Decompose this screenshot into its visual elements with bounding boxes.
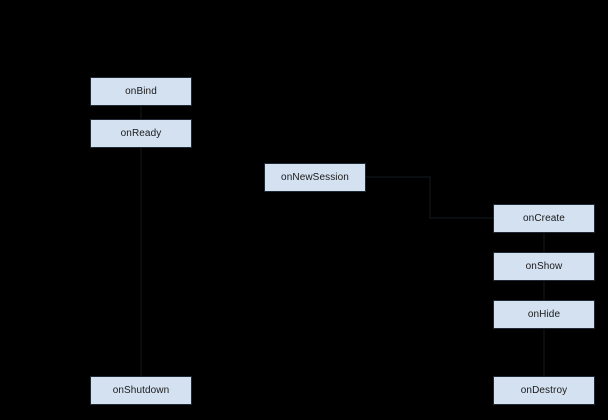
node-onbind[interactable]: onBind (90, 77, 192, 106)
node-oncreate-label: onCreate (523, 212, 565, 224)
node-ondestroy-label: onDestroy (520, 384, 568, 396)
node-onshow[interactable]: onShow (493, 252, 595, 281)
node-onhide[interactable]: onHide (493, 300, 595, 329)
node-ondestroy[interactable]: onDestroy (493, 376, 595, 405)
node-onnewsession[interactable]: onNewSession (264, 163, 366, 192)
connector-group (140, 106, 545, 376)
node-onready[interactable]: onReady (90, 119, 192, 148)
node-onshutdown-label: onShutdown (112, 384, 170, 396)
node-onnewsession-label: onNewSession (281, 171, 349, 183)
node-onshow-label: onShow (525, 260, 563, 272)
node-oncreate[interactable]: onCreate (493, 204, 595, 233)
node-onbind-label: onBind (125, 85, 157, 97)
node-onready-label: onReady (120, 127, 162, 139)
node-onhide-label: onHide (527, 308, 561, 320)
edge-onnewsession-oncreate (366, 176, 493, 219)
node-onshutdown[interactable]: onShutdown (90, 376, 192, 405)
